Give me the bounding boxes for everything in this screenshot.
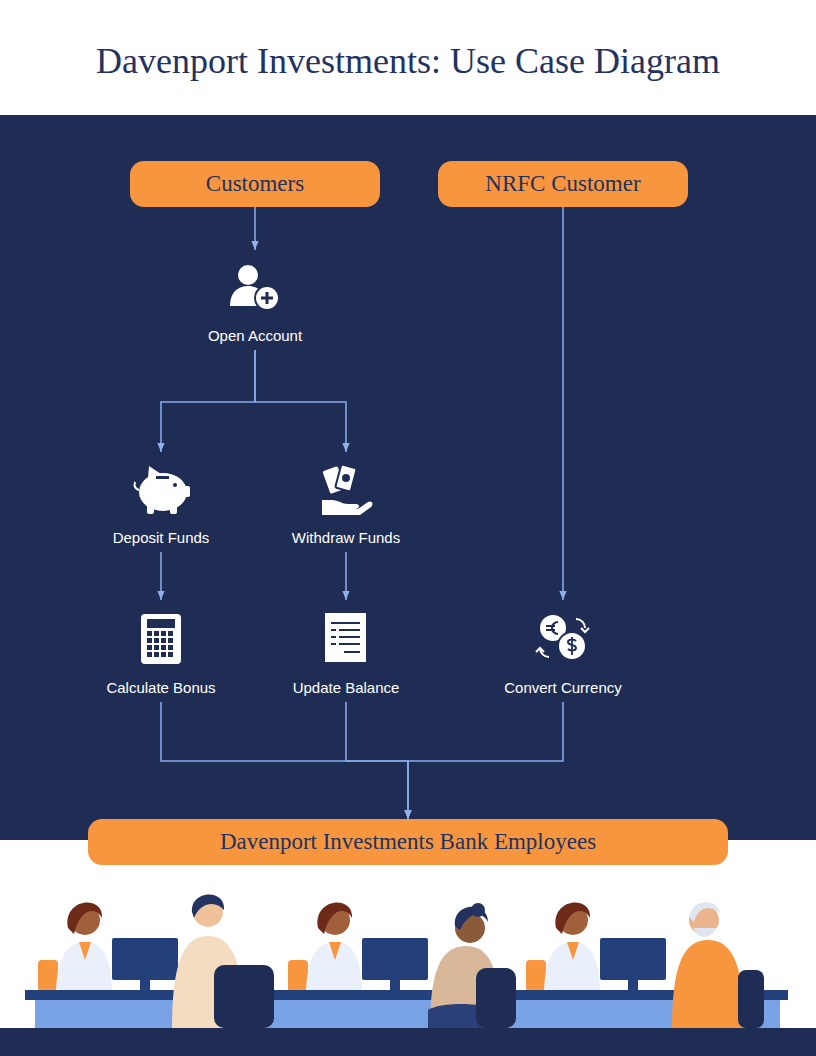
customer-figure (738, 970, 764, 1028)
calculator-icon (147, 619, 175, 628)
currency-exchange-icon (581, 628, 589, 632)
node-label: Customers (206, 171, 304, 197)
actor-box: Customers (130, 161, 380, 207)
balance-sheet-icon (331, 623, 360, 652)
currency-exchange-icon (552, 622, 558, 634)
currency-exchange-icon (546, 626, 555, 630)
add-user-icon (230, 265, 279, 310)
connector-line (562, 207, 564, 600)
header-band (0, 0, 816, 115)
piggy-bank-icon (173, 483, 177, 487)
diagram-title: Davenport Investments: Use Case Diagram (0, 40, 816, 82)
balance-sheet-icon (325, 613, 366, 662)
customer-figure (690, 902, 720, 922)
use-case: Update Balance (276, 600, 416, 702)
illustration-band (0, 840, 816, 1028)
connector-line (346, 702, 408, 819)
piggy-bank-icon (156, 476, 169, 479)
piggy-bank-icon (183, 486, 190, 497)
piggy-bank-icon (135, 466, 191, 514)
withdraw-cash-icon (322, 464, 372, 515)
customer-figure (471, 903, 485, 917)
node-label: Davenport Investments Bank Employees (220, 829, 596, 855)
piggy-bank-icon (139, 473, 187, 511)
node-label: Update Balance (293, 679, 400, 696)
node-label: Withdraw Funds (292, 529, 400, 546)
connector-line (345, 552, 347, 600)
connector-line (161, 350, 255, 452)
node-label: Calculate Bonus (106, 679, 215, 696)
employee-station (38, 902, 178, 995)
customer-figure (694, 928, 716, 937)
connector-line (254, 207, 256, 250)
use-case: Calculate Bonus (91, 600, 231, 702)
customer-figure (672, 902, 764, 1028)
piggy-bank-icon (147, 503, 154, 514)
diagram-band (0, 115, 816, 840)
node-label: NRFC Customer (485, 171, 640, 197)
withdraw-cash-icon (322, 500, 372, 515)
piggy-bank-icon (135, 482, 140, 490)
use-case: Convert Currency (493, 600, 633, 702)
connector-line (160, 552, 162, 600)
node-label: Open Account (208, 327, 302, 344)
customer-figure (428, 903, 516, 1028)
use-case: Open Account (190, 250, 320, 350)
employee-station (288, 902, 428, 995)
desk-front (35, 1000, 780, 1028)
calculator-icon (141, 614, 181, 664)
customer-figure (214, 965, 274, 1028)
currency-exchange-icon (536, 648, 544, 652)
currency-exchange-icon (558, 632, 586, 660)
customer-figure (476, 968, 516, 1028)
currency-exchange-icon (536, 615, 589, 660)
actor-box: NRFC Customer (438, 161, 688, 207)
node-label: Deposit Funds (113, 529, 210, 546)
piggy-bank-icon (170, 503, 177, 514)
balance-sheet-icon (325, 613, 366, 662)
use-case: Deposit Funds (96, 452, 226, 552)
customer-figure (192, 894, 224, 918)
connector-line (161, 702, 408, 819)
employee-station (526, 902, 666, 995)
node-label: Convert Currency (504, 679, 622, 696)
withdraw-cash-icon (342, 474, 350, 482)
customer-figure (172, 894, 274, 1028)
connector-line (255, 350, 346, 452)
withdraw-cash-icon (335, 464, 357, 491)
add-user-icon (238, 265, 258, 285)
actor-box: Davenport Investments Bank Employees (88, 819, 728, 865)
calculator-icon (141, 614, 181, 664)
add-user-icon (255, 286, 279, 310)
currency-exchange-icon (576, 619, 585, 628)
connector-line (408, 702, 563, 819)
add-user-icon (261, 292, 273, 304)
footer-band (0, 1028, 816, 1056)
customer-figure (672, 940, 744, 1028)
currency-exchange-icon (571, 637, 573, 655)
calculator-icon (147, 631, 175, 659)
use-case: Withdraw Funds (281, 452, 411, 552)
